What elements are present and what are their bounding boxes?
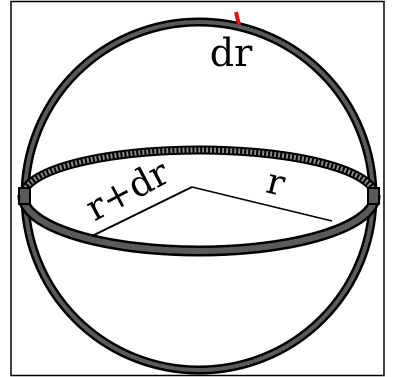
- figure-border: [10, 0, 385, 377]
- equator-back-half: [18, 145, 380, 196]
- equator-right-cap: [367, 187, 380, 205]
- thickness-marker: [234, 11, 241, 26]
- shell-band: [23, 20, 375, 372]
- shell-thickness-label: dr: [210, 31, 253, 75]
- inner-radius-label: r: [262, 161, 289, 205]
- equator-left-cap: [18, 187, 31, 205]
- outer-shell: [20, 17, 378, 375]
- inner-radius-line: [191, 186, 333, 222]
- outer-radius-line: [91, 186, 193, 237]
- equator-front-half: [17, 195, 381, 257]
